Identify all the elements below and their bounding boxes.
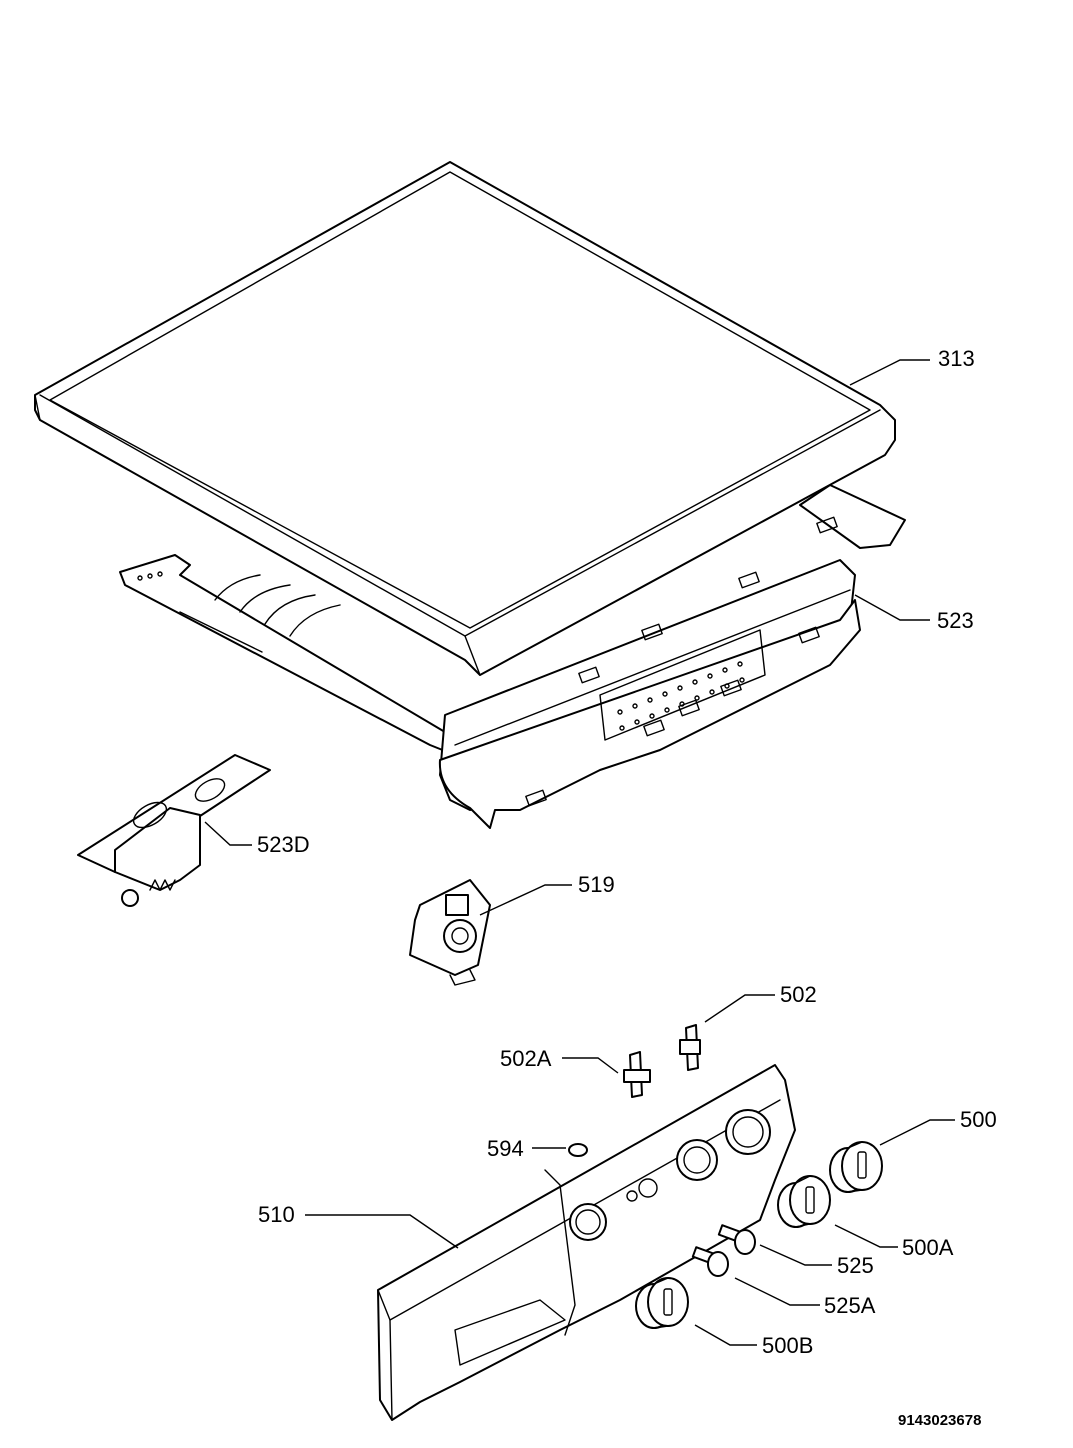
leader-523 [854,594,930,621]
callout-523d: 523D [257,832,310,857]
lid-outline [34,161,896,676]
part-502-clip [679,1024,701,1071]
switch-tab [445,894,469,916]
callout-500: 500 [960,1107,997,1132]
leader-519 [479,884,572,916]
leader-500a [834,1224,898,1248]
panel-knob-hole-inner [683,1146,711,1174]
button-525-cap [734,1229,756,1255]
knob-500b-grip [663,1288,673,1316]
bracket-clip [149,879,176,891]
bracket-hole [132,801,168,829]
frame-slot [816,516,838,534]
frame-slot [738,571,760,589]
knob-500b-edge [653,1277,669,1329]
frame-right-tray [799,484,906,549]
part-523-frame [119,484,906,829]
panel-divider [544,1169,576,1336]
frame-hole [157,571,163,577]
panel-knob-hole [569,1203,607,1241]
clip-502-head [679,1039,701,1055]
frame-slot [641,623,663,641]
part-510-control-panel [377,1064,796,1421]
switch-hole [451,927,469,945]
leader-500b [694,1324,757,1346]
callout-502a: 502A [500,1046,552,1071]
frame-slot [643,719,665,737]
callout-523: 523 [937,608,974,633]
frame-rib [239,584,291,613]
callout-labels: 313 523 523D 519 502 502A 500 594 510 50… [257,346,997,1429]
clip-502a-head [623,1069,651,1083]
frame-slot [678,699,700,717]
part-525-button [717,1224,756,1255]
knob-500-grip [857,1151,867,1179]
leader-502 [704,994,775,1023]
lid-corner [464,635,481,676]
frame-front-skirt [438,599,861,829]
knob-500a-edge [795,1175,811,1228]
leader-510 [305,1214,459,1249]
button-525a-cap [707,1251,729,1277]
part-525a-button [691,1246,729,1277]
switch-foot [449,969,476,986]
leader-500 [879,1119,955,1146]
frame-rib [289,604,341,637]
knob-500a-grip [805,1186,815,1214]
part-502a-clip [623,1051,651,1098]
callout-500b: 500B [762,1333,813,1358]
lid-edge [34,394,41,421]
part-500a-knob [777,1175,831,1228]
callout-525a: 525A [824,1293,876,1318]
frame-channel-edge [454,589,851,746]
part-523d-bracket [77,754,271,907]
knob-500b-face [647,1277,689,1327]
leader-lines [204,359,955,1346]
bracket-body [114,807,201,891]
callout-594: 594 [487,1136,524,1161]
knob-500-edge [847,1141,863,1193]
leader-525a [734,1277,820,1306]
panel-drawer-handle [454,1299,566,1366]
panel-knob-hole-inner [732,1116,764,1148]
frame-slot [798,626,820,644]
callout-502: 502 [780,982,817,1007]
leader-523d [204,821,252,846]
callout-500a: 500A [902,1235,954,1260]
leader-313 [849,359,930,386]
bracket-hole [194,778,226,802]
callout-525: 525 [837,1253,874,1278]
frame-rib [214,574,261,601]
part-500b-knob [635,1277,689,1329]
callout-510: 510 [258,1202,295,1227]
part-594-cap [568,1143,588,1157]
drawing-number: 9143023678 [898,1412,981,1429]
part-313-lid [34,161,896,676]
panel-knob-hole [676,1139,718,1181]
bracket-roller [121,889,139,907]
frame-hole [137,575,143,581]
frame-slot [525,789,547,807]
frame-rail-rod [179,611,263,653]
panel-knob-hole-inner [575,1209,601,1235]
callout-313: 313 [938,346,975,371]
frame-hole [147,573,153,579]
leader-525 [759,1244,832,1266]
part-500-knob [829,1141,883,1193]
frame-vent-holes [617,661,745,731]
panel-button-hole [638,1178,658,1198]
callout-519: 519 [578,872,615,897]
part-519-switch [409,879,491,986]
lid-inner-border [49,171,871,629]
leader-502a [562,1057,619,1074]
knob-500-face [841,1141,883,1191]
switch-ring [443,919,477,953]
frame-rib [264,594,316,625]
panel-led-hole [626,1190,638,1202]
frame-slot [578,666,600,684]
frame-vent-panel [599,629,766,741]
